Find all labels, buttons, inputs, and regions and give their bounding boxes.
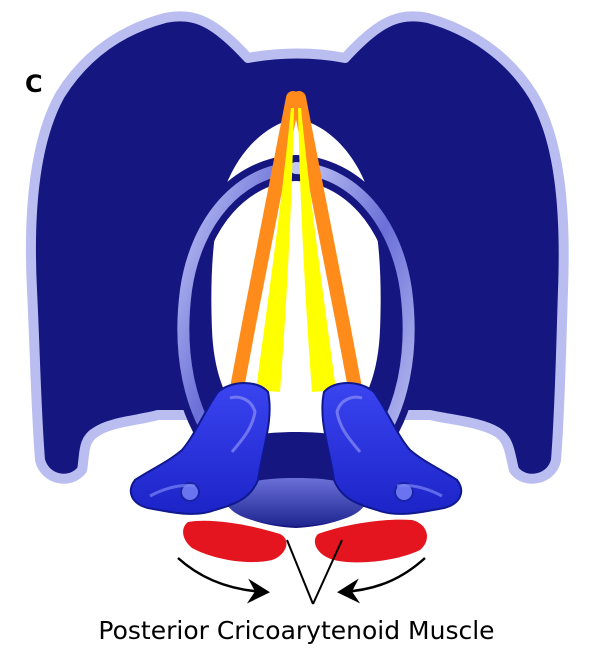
right-pca-muscle xyxy=(315,520,427,563)
left-pca-muscle xyxy=(183,521,286,562)
muscle-caption: Posterior Cricoarytenoid Muscle xyxy=(0,616,593,645)
right-rotation-arrow xyxy=(342,558,425,592)
panel-label: C xyxy=(25,70,43,98)
left-rotation-arrow xyxy=(178,558,265,592)
